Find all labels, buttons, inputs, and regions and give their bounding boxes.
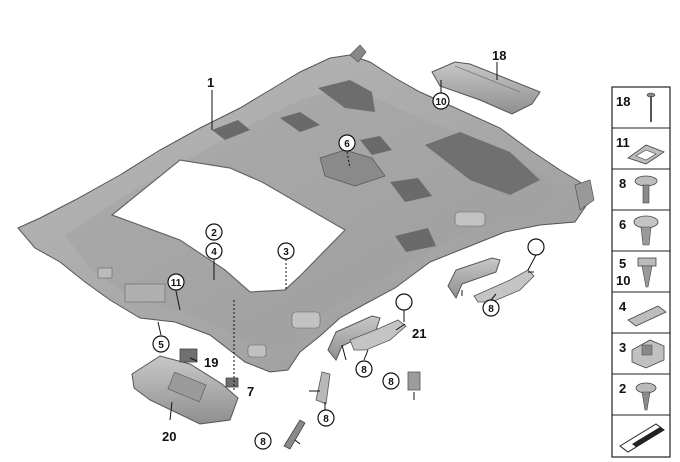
screw-pin-18 xyxy=(646,92,656,122)
callout-5: 5 xyxy=(158,340,164,351)
rod-20 xyxy=(283,419,306,450)
bracket-16 xyxy=(473,269,535,303)
callout-5-circle xyxy=(152,335,170,353)
callout-2-circle xyxy=(205,223,223,241)
panel-label-8: 8 xyxy=(619,176,626,191)
callout-10: 10 xyxy=(435,97,447,108)
callout-4: 4 xyxy=(211,247,217,258)
callout-11-circle xyxy=(167,273,185,291)
circled-callouts xyxy=(152,92,545,450)
callout-9: 18 xyxy=(492,48,506,63)
clip-strip-4 xyxy=(627,305,667,327)
clip-21 xyxy=(407,371,421,391)
leader-lines xyxy=(157,62,537,445)
bracket-clip-3 xyxy=(631,339,665,369)
callout-8e: 8 xyxy=(260,437,266,448)
panel-label-18: 18 xyxy=(616,94,630,109)
callout-1: 1 xyxy=(207,75,214,90)
bracket-19 xyxy=(315,371,331,405)
panel-label-3: 3 xyxy=(619,340,626,355)
callout-4-circle xyxy=(205,242,223,260)
callout-8a-circle xyxy=(482,299,500,317)
trim-panel-9 xyxy=(431,61,541,115)
callout-3-circle xyxy=(277,242,295,260)
sun-visor xyxy=(131,355,239,425)
panel-label-10: 10 xyxy=(616,273,630,288)
catalog-symbol xyxy=(619,423,665,453)
callout-labels: 1 18 7 19 20 21 xyxy=(162,48,506,444)
frame-clip-11 xyxy=(627,144,665,165)
callout-7: 7 xyxy=(247,384,254,399)
hex-screw-8 xyxy=(634,175,658,204)
callout-11: 11 xyxy=(171,278,182,289)
callout-8b: 8 xyxy=(361,365,367,376)
panel-label-2: 2 xyxy=(619,381,626,396)
callout-18a-circle xyxy=(395,293,413,311)
grab-handle-17 xyxy=(447,257,501,300)
expanding-rivet-6 xyxy=(633,215,659,246)
callout-8d: 8 xyxy=(323,414,329,425)
panel-label-6: 6 xyxy=(619,217,626,232)
clip-7 xyxy=(225,377,239,388)
callout-3: 3 xyxy=(283,247,289,258)
callout-8d-circle xyxy=(317,409,335,427)
fastener-panel: 18 11 8 6 5 10 4 3 2 xyxy=(611,86,671,458)
callout-12: 19 xyxy=(204,355,218,370)
self-tapping-screw-2 xyxy=(635,382,657,411)
callout-18b-circle xyxy=(527,238,545,256)
headliner xyxy=(17,44,595,373)
push-clip-5-10 xyxy=(637,257,657,288)
circled-callout-text: 6 10 2 4 3 11 5 8 8 8 8 8 xyxy=(158,97,494,448)
callout-6-circle xyxy=(338,134,356,152)
panel-label-11: 11 xyxy=(616,135,630,150)
callout-8e-circle xyxy=(254,432,272,450)
callout-8c: 8 xyxy=(388,377,394,388)
callout-14: 21 xyxy=(412,326,426,341)
callout-13: 20 xyxy=(162,429,176,444)
callout-8c-circle xyxy=(382,372,400,390)
callout-10-circle xyxy=(432,92,450,110)
callout-8b-circle xyxy=(355,360,373,378)
bracket-14 xyxy=(349,319,407,351)
callout-6: 6 xyxy=(344,139,350,150)
callout-8a: 8 xyxy=(488,304,494,315)
panel-label-5: 5 xyxy=(619,256,626,271)
callout-2: 2 xyxy=(211,228,217,239)
panel-label-4: 4 xyxy=(619,299,627,314)
